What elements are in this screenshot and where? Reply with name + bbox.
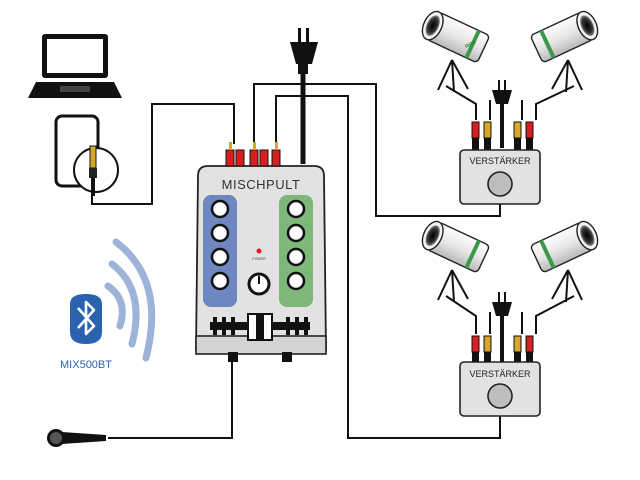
bluetooth-label: MIX500BT [60, 359, 112, 371]
microphone-cable [108, 356, 233, 439]
amp-2-cables [445, 295, 575, 334]
amp-1-rca-plugs [471, 121, 534, 150]
microphone [47, 429, 106, 447]
speaker-right-1 [529, 7, 603, 93]
smartphone [54, 114, 119, 196]
rca-cable-to-amp-1 [253, 83, 501, 217]
left-knob-column [210, 199, 230, 291]
mixer-power-plug [290, 28, 318, 74]
bluetooth-icon [70, 294, 102, 344]
amplifier-1: VERSTÄRKER [459, 149, 541, 205]
amplifier-2: VERSTÄRKER [459, 361, 541, 417]
speaker-left-1 [417, 7, 491, 93]
speaker-pair-2 [417, 217, 603, 303]
power-led-label: POWER [252, 257, 266, 261]
mixer-rca-jacks [225, 142, 281, 167]
amp-1-cables [445, 85, 575, 120]
rca-cable-to-amp-2 [275, 95, 501, 439]
amplifier-label: VERSTÄRKER [469, 369, 531, 379]
amplifier-volume-knob [487, 171, 513, 197]
amplifier-volume-knob [487, 383, 513, 409]
speaker-pair-1: ibiza [417, 7, 603, 93]
right-knob-column [286, 199, 306, 291]
laptop [28, 34, 122, 98]
mixer: MISCHPULT POWER [195, 142, 327, 362]
amp-1-power-plug [492, 80, 512, 148]
crossfader [210, 313, 310, 341]
phone-cable [91, 103, 235, 205]
amp-2-power-plug [492, 292, 512, 362]
cables [91, 72, 501, 439]
amplifier-label: VERSTÄRKER [469, 156, 531, 166]
speaker-left-2 [417, 217, 491, 303]
power-led [256, 248, 262, 254]
amp-2-rca-plugs [471, 335, 534, 362]
bluetooth-signal: MIX500BT [60, 238, 156, 371]
speaker-right-2 [529, 217, 603, 303]
speaker-brand-label: ibiza [464, 39, 477, 50]
mixer-label: MISCHPULT [222, 177, 301, 192]
